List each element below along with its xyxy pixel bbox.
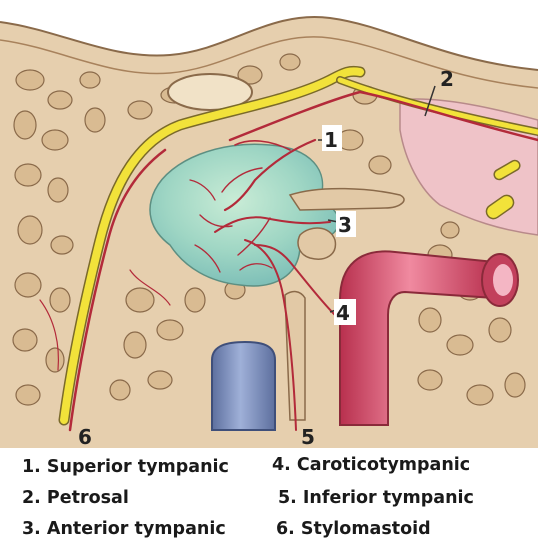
upper-bone-contour <box>0 0 538 70</box>
legend-item-superior-tympanic: 1. Superior tympanic <box>22 457 229 477</box>
label-6: 6 <box>78 425 92 448</box>
legend-item-inferior-tympanic: 5. Inferior tympanic <box>278 488 474 508</box>
label-1: 1 <box>324 128 338 152</box>
small-nerve-stumps <box>485 159 521 220</box>
legend-item-stylomastoid: 6. Stylomastoid <box>276 519 431 539</box>
label-5: 5 <box>301 425 315 448</box>
tympanic-arteries-illustration: 1 2 3 4 5 6 <box>0 0 538 448</box>
label-2: 2 <box>440 67 454 91</box>
bony-septum <box>288 187 405 211</box>
legend-item-petrosal: 2. Petrosal <box>22 488 129 508</box>
bone-trabeculae <box>12 53 526 406</box>
label-box-4 <box>334 299 356 325</box>
bony-oval-structure <box>167 73 253 111</box>
legend-item-caroticotympanic: 4. Caroticotympanic <box>272 455 471 475</box>
label-4: 4 <box>336 301 350 325</box>
tympanic-arteries <box>39 90 538 432</box>
label-box-1 <box>322 125 342 151</box>
legend-item-anterior-tympanic: 3. Anterior tympanic <box>22 519 226 539</box>
internal-jugular-vein <box>211 340 276 431</box>
promontory <box>297 227 337 260</box>
label-3: 3 <box>338 213 352 237</box>
styloid-process <box>284 290 306 421</box>
label-box-3 <box>336 211 356 237</box>
legend: 1. Superior tympanic 2. Petrosal 3. Ante… <box>0 450 538 550</box>
